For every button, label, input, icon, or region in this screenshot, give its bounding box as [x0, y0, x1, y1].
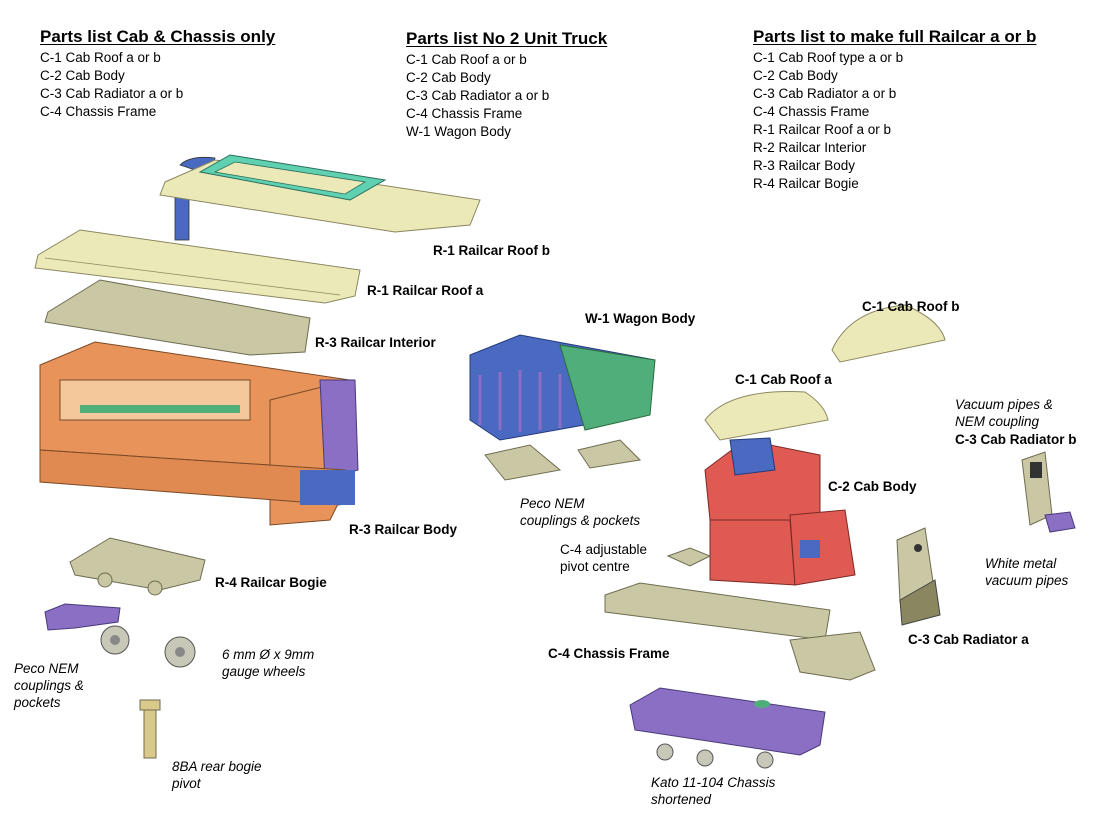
label-cab-body: C-2 Cab Body — [828, 479, 917, 494]
label-line: couplings & — [14, 678, 84, 693]
label-wagon-body: W-1 Wagon Body — [585, 311, 696, 326]
label-pivot-centre: C-4 adjustable pivot centre — [560, 541, 647, 575]
pivot-centre — [666, 547, 712, 567]
railcar-roof-b — [159, 154, 481, 241]
label-chassis-frame: C-4 Chassis Frame — [548, 646, 670, 661]
parts-list-item: C-2 Cab Body — [406, 70, 491, 85]
parts-list-item: R-3 Railcar Body — [753, 158, 856, 173]
parts-list-full-railcar: Parts list to make full Railcar a or b C… — [753, 26, 1036, 193]
label-line: Peco NEM — [520, 496, 585, 511]
label-line: shortened — [651, 792, 712, 807]
parts-list-item: R-2 Railcar Interior — [753, 140, 867, 155]
cab-roof-b — [831, 304, 946, 363]
parts-list-item: C-4 Chassis Frame — [753, 104, 870, 119]
parts-list-item: C-2 Cab Body — [753, 68, 838, 83]
kato-chassis — [629, 687, 826, 769]
parts-list-item: C-4 Chassis Frame — [40, 104, 157, 119]
label-railcar-roof-a: R-1 Railcar Roof a — [367, 283, 484, 298]
label-white-metal: White metal vacuum pipes — [985, 555, 1068, 589]
label-railcar-roof-b: R-1 Railcar Roof b — [433, 243, 551, 258]
parts-list-title: Parts list No 2 Unit Truck — [406, 29, 608, 48]
label-cab-radiator-a: C-3 Cab Radiator a — [908, 632, 1029, 647]
label-line: 6 mm Ø x 9mm — [222, 647, 315, 662]
wagon-body — [469, 334, 656, 481]
label-cab-roof-b: C-1 Cab Roof b — [862, 299, 960, 314]
parts-list-item: C-1 Cab Roof a or b — [406, 52, 527, 67]
label-railcar-bogie: R-4 Railcar Bogie — [215, 575, 327, 590]
parts-list-item: R-1 Railcar Roof a or b — [753, 122, 892, 137]
label-line: gauge wheels — [222, 664, 306, 679]
label-line: vacuum pipes — [985, 573, 1069, 588]
label-railcar-body: R-3 Railcar Body — [349, 522, 458, 537]
label-cab-radiator-b: C-3 Cab Radiator b — [955, 432, 1077, 447]
label-bogie-couplings: Peco NEM couplings & pockets — [14, 660, 84, 711]
parts-list-item: C-3 Cab Radiator a or b — [753, 86, 897, 101]
label-cab-roof-a: C-1 Cab Roof a — [735, 372, 832, 387]
parts-list-item: C-4 Chassis Frame — [406, 106, 523, 121]
railcar-roof-a — [34, 229, 361, 304]
parts-list-title: Parts list Cab & Chassis only — [40, 27, 276, 46]
label-line: pockets — [14, 695, 61, 710]
label-line: Kato 11-104 Chassis — [651, 775, 776, 790]
parts-list-item: R-4 Railcar Bogie — [753, 176, 859, 191]
label-bogie-pivot: 8BA rear bogie pivot — [172, 758, 262, 792]
cab-roof-a — [704, 391, 829, 441]
parts-list-item: C-2 Cab Body — [40, 68, 125, 83]
label-line: pivot — [172, 776, 201, 791]
chassis-frame — [604, 582, 876, 681]
label-line: Vacuum pipes & — [955, 397, 1053, 412]
wheelsets — [100, 625, 196, 668]
label-line: NEM coupling — [955, 414, 1040, 429]
label-kato-chassis: Kato 11-104 Chassis shortened — [651, 774, 775, 808]
label-vacuum-pipes: Vacuum pipes & NEM coupling — [955, 396, 1053, 430]
parts-list-item: C-1 Cab Roof type a or b — [753, 50, 904, 65]
label-wagon-couplings: Peco NEM couplings & pockets — [520, 495, 640, 529]
bogie-pivot-screw — [139, 699, 161, 759]
cab-body — [704, 437, 856, 586]
parts-list-item: W-1 Wagon Body — [406, 124, 512, 139]
railcar-bogie — [69, 537, 206, 596]
label-line: Peco NEM — [14, 661, 79, 676]
cab-radiator-a — [896, 527, 941, 626]
parts-list-cab-chassis: Parts list Cab & Chassis only C-1 Cab Ro… — [40, 26, 275, 121]
bogie-couplings — [44, 603, 121, 631]
label-line: 8BA rear bogie — [172, 759, 262, 774]
parts-list-item: C-3 Cab Radiator a or b — [406, 88, 550, 103]
parts-list-item: C-1 Cab Roof a or b — [40, 50, 161, 65]
parts-list-title: Parts list to make full Railcar a or b — [753, 27, 1037, 46]
label-wheels: 6 mm Ø x 9mm gauge wheels — [222, 646, 314, 680]
label-line: pivot centre — [560, 559, 630, 574]
label-line: C-4 adjustable — [560, 542, 648, 557]
label-line: couplings & pockets — [520, 513, 641, 528]
railcar-interior — [44, 279, 311, 356]
label-railcar-interior: R-3 Railcar Interior — [315, 335, 436, 350]
parts-list-item: C-3 Cab Radiator a or b — [40, 86, 184, 101]
parts-list-unit-truck: Parts list No 2 Unit Truck C-1 Cab Roof … — [406, 28, 607, 141]
cab-radiator-b — [1021, 451, 1076, 533]
label-line: White metal — [985, 556, 1057, 571]
railcar-body — [39, 341, 359, 526]
